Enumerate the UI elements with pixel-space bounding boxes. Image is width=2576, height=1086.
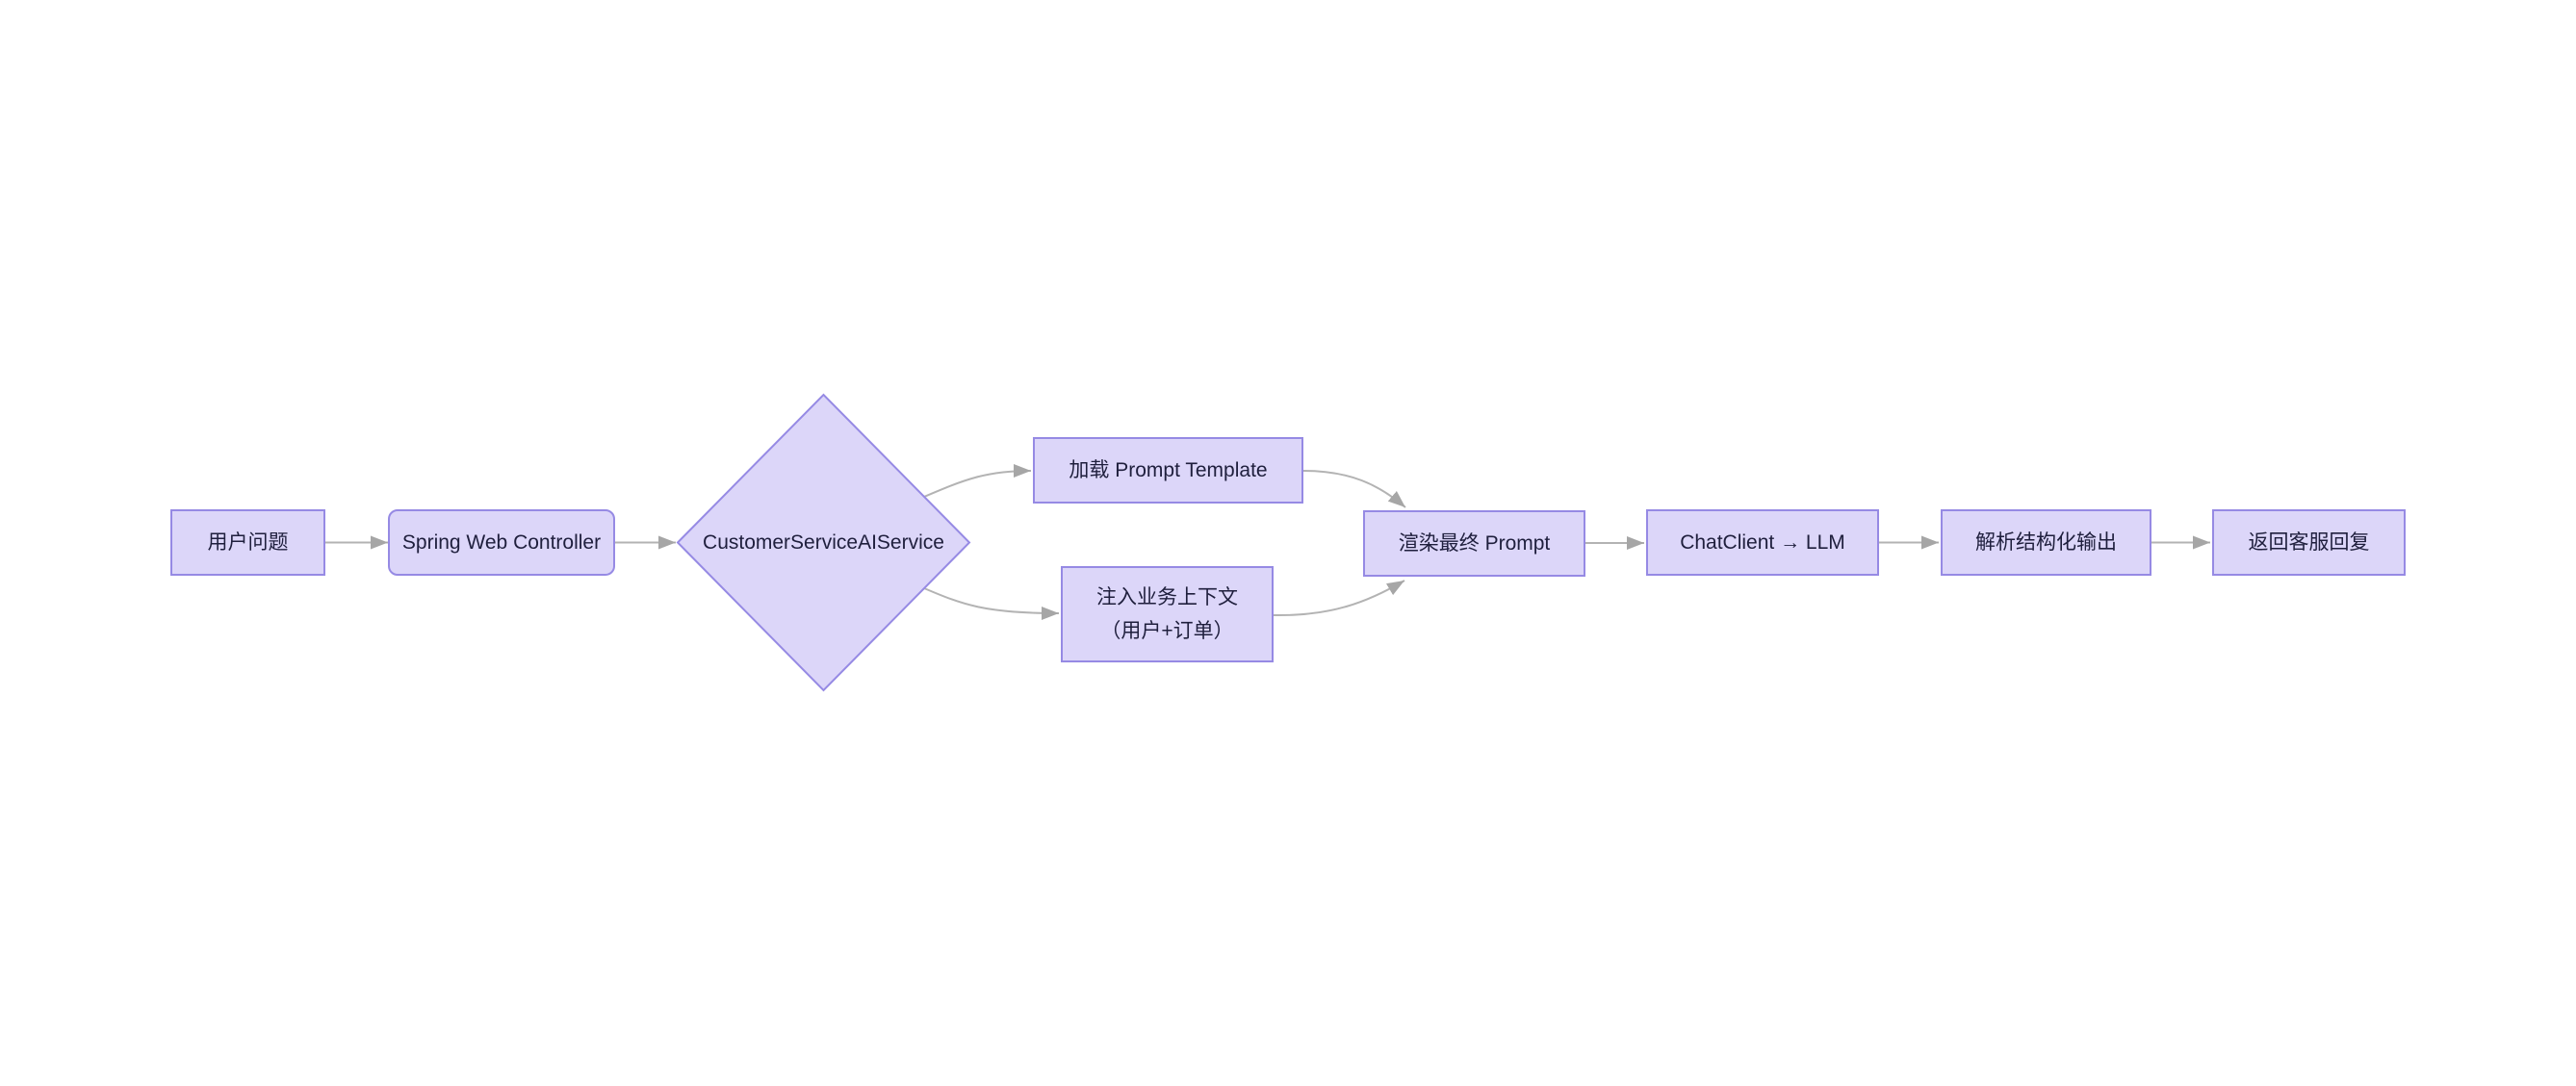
node-return-service-reply: 返回客服回复 bbox=[2212, 509, 2406, 576]
node-chatclient-llm: ChatClient → LLM bbox=[1646, 509, 1879, 576]
node-inject-business-context-label-line2: （用户+订单） bbox=[1100, 620, 1234, 642]
node-user-question: 用户问题 bbox=[170, 509, 325, 576]
edge-aiservice-to-load-template bbox=[923, 464, 1032, 498]
node-render-final-prompt: 渲染最终 Prompt bbox=[1363, 510, 1585, 577]
node-parse-structured-output: 解析结构化输出 bbox=[1941, 509, 2151, 576]
node-inject-business-context-label-line1: 注入业务上下文 bbox=[1096, 586, 1238, 608]
edge-inject-context-to-render-prompt bbox=[1273, 580, 1405, 617]
node-return-service-reply-label: 返回客服回复 bbox=[2248, 531, 2370, 554]
node-render-final-prompt-label: 渲染最终 Prompt bbox=[1398, 532, 1551, 555]
node-customer-service-ai-service-diamond bbox=[676, 393, 971, 692]
node-spring-web-controller-label: Spring Web Controller bbox=[401, 531, 602, 554]
node-chatclient-llm-label: ChatClient → LLM bbox=[1680, 531, 1845, 554]
node-customer-service-ai-service-label: CustomerServiceAIService bbox=[703, 531, 944, 554]
edge-aiservice-to-inject-context bbox=[923, 587, 1060, 620]
node-spring-web-controller: Spring Web Controller bbox=[388, 509, 615, 576]
node-load-prompt-template: 加载 Prompt Template bbox=[1033, 437, 1303, 504]
node-parse-structured-output-label: 解析结构化输出 bbox=[1975, 531, 2117, 554]
node-inject-business-context: 注入业务上下文 （用户+订单） bbox=[1061, 566, 1274, 662]
node-load-prompt-template-label: 加载 Prompt Template bbox=[1069, 459, 1268, 481]
edge-load-template-to-render-prompt bbox=[1302, 470, 1406, 508]
node-user-question-label: 用户问题 bbox=[207, 531, 289, 554]
